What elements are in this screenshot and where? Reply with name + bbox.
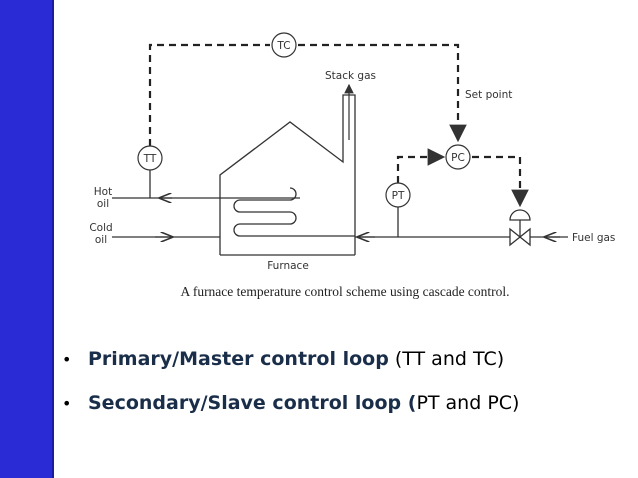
- bullet-dot-icon: •: [62, 350, 72, 369]
- left-accent-edge: [52, 0, 54, 478]
- set-point-signal: [298, 43, 467, 143]
- pt-label: PT: [392, 190, 405, 202]
- hot-oil-label-line1: Hot: [94, 186, 112, 198]
- furnace-label: Furnace: [267, 260, 309, 272]
- bullet-list: • Primary/Master control loop (TT and TC…: [62, 348, 622, 436]
- left-accent-bar: [0, 0, 52, 478]
- bullet-dot-icon: •: [62, 394, 72, 413]
- furnace-outline: [219, 94, 356, 255]
- hot-oil-label-line2: oil: [97, 198, 109, 210]
- control-valve-icon: [509, 209, 531, 247]
- cold-oil-label-line1: Cold: [89, 222, 112, 234]
- bullet-primary-rest: (TT and TC): [388, 348, 505, 370]
- tt-bubble: TT: [137, 145, 163, 171]
- pc-label: PC: [451, 152, 465, 164]
- cold-oil-label-line2: oil: [95, 234, 107, 246]
- bullet-secondary-loop: • Secondary/Slave control loop (PT and P…: [62, 392, 622, 436]
- bullet-secondary-rest: PT and PC): [416, 392, 520, 414]
- cascade-control-diagram: TC TT PC PT Stack gas Set point Hot oil …: [89, 32, 615, 272]
- set-point-label: Set point: [465, 89, 512, 101]
- pt-to-pc-signal: [396, 148, 446, 183]
- bullet-primary-loop: • Primary/Master control loop (TT and TC…: [62, 348, 622, 392]
- tc-bubble: TC: [271, 32, 297, 58]
- stack-gas-label: Stack gas: [325, 70, 376, 82]
- pt-bubble: PT: [385, 182, 411, 208]
- figure-caption: A furnace temperature control scheme usi…: [180, 284, 510, 299]
- process-coil: [233, 187, 355, 237]
- tt-label: TT: [143, 153, 157, 165]
- bullet-secondary-bold: Secondary/Slave control loop (: [88, 392, 417, 414]
- tt-to-tc-signal: [148, 43, 270, 146]
- bullet-primary-bold: Primary/Master control loop: [88, 348, 389, 370]
- pc-bubble: PC: [445, 144, 471, 170]
- pc-to-valve-signal: [472, 155, 529, 208]
- tc-label: TC: [276, 40, 290, 52]
- fuel-gas-label: Fuel gas: [572, 232, 615, 244]
